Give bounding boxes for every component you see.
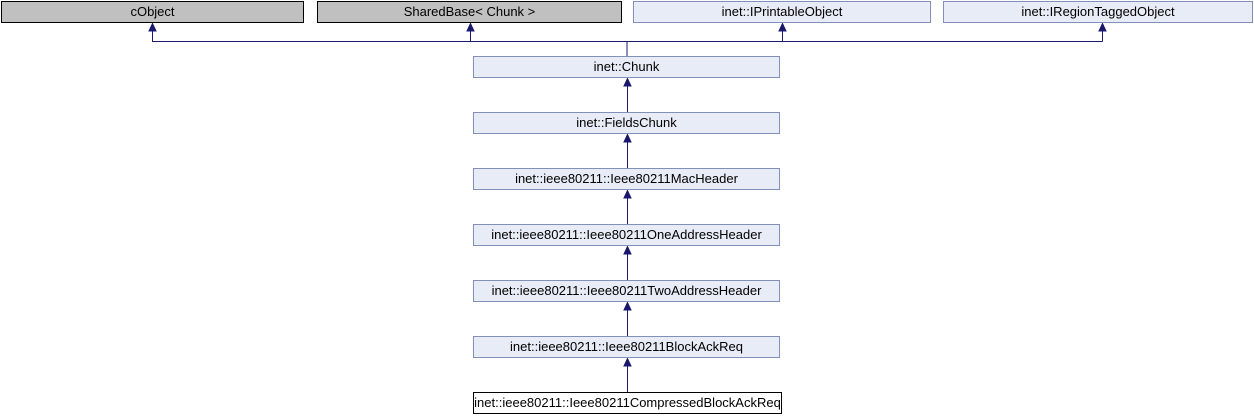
class-node-chunk[interactable]: inet::Chunk bbox=[473, 56, 780, 78]
class-node-fieldschunk[interactable]: inet::FieldsChunk bbox=[473, 112, 780, 134]
class-node-ieee80211compressedblockackreq: inet::ieee80211::Ieee80211CompressedBloc… bbox=[473, 392, 782, 414]
class-node-ieee80211blockackreq[interactable]: inet::ieee80211::Ieee80211BlockAckReq bbox=[473, 336, 780, 358]
class-node-ieee80211macheader[interactable]: inet::ieee80211::Ieee80211MacHeader bbox=[473, 168, 780, 190]
class-node-iprintableobject[interactable]: inet::IPrintableObject bbox=[633, 1, 931, 23]
class-node-ieee80211oneaddressheader[interactable]: inet::ieee80211::Ieee80211OneAddressHead… bbox=[473, 224, 780, 246]
class-node-ieee80211twoaddressheader[interactable]: inet::ieee80211::Ieee80211TwoAddressHead… bbox=[473, 280, 780, 302]
class-node-cobject: cObject bbox=[1, 1, 304, 23]
class-node-sharedbase-chunk: SharedBase< Chunk > bbox=[317, 1, 622, 23]
class-node-iregiontaggedobject[interactable]: inet::IRegionTaggedObject bbox=[943, 1, 1253, 23]
